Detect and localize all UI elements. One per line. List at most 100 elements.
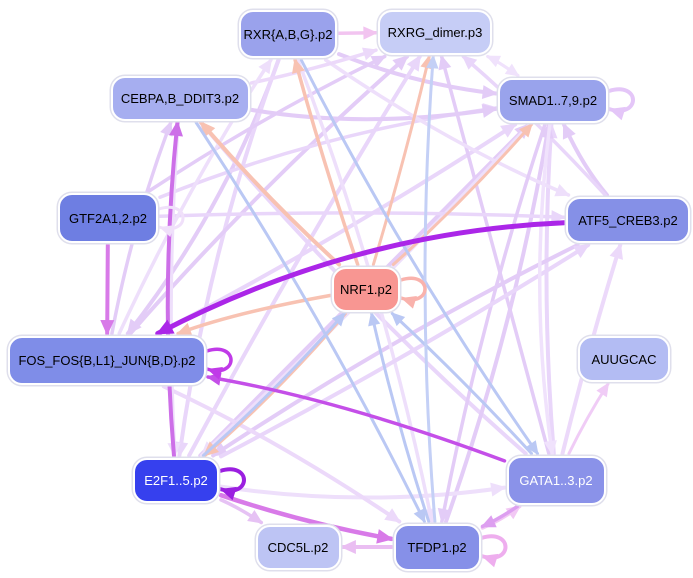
node-e2f1[interactable]: E2F1..5.p2 [133,457,219,503]
arrowhead-e2f1-rxrg [406,54,421,72]
arrowhead-rxr-gata [525,440,539,456]
arrowhead-gata-auugcac [596,382,610,398]
arrowhead-loop-nrf1 [401,296,417,309]
node-rxr[interactable]: RXR{A,B,G}.p2 [239,10,337,58]
arrowhead-fos-tfdp1 [384,508,401,523]
edge-rxr-gata [299,58,539,455]
arrowhead-rxr-rxrg [363,26,378,40]
edge-nrf1-rxr [293,58,360,267]
arrowhead-gata-atf5 [609,243,624,260]
arrowhead-loop-fos [207,367,223,380]
edge-fos-tfdp1 [161,384,402,524]
edge-nrf1-smad [391,123,534,266]
edge-gata-fos [206,375,507,463]
arrowhead-fos-smad [500,123,517,138]
node-tfdp1[interactable]: TFDP1.p2 [393,523,481,571]
arrowhead-atf5-smad [562,122,576,140]
node-label-gata: GATA1..3.p2 [519,472,593,488]
self-loop-smad [607,87,635,113]
arrowhead-fos-rxrg [392,55,409,71]
arrowhead-fos-cebpa [160,120,173,137]
arrowhead-e2f1-tfdp1 [376,529,394,544]
arrowhead-tfdp1-gata [505,505,522,520]
arrowhead-e2f1-cdc5l [247,510,263,524]
node-fos[interactable]: FOS_FOS{B,L1}_JUN{B,D}.p2 [8,335,206,385]
edge-rxr-smad [337,52,498,96]
node-label-atf5: ATF5_CREB3.p2 [578,212,678,228]
arrowhead-tfdp1-cdc5l [340,540,356,554]
arrowhead-smad-gata [543,440,557,456]
edge-smad-tfdp1 [440,122,547,524]
self-loop-nrf1 [399,276,427,302]
node-label-smad: SMAD1..7,9.p2 [508,92,598,108]
arrowhead-loop-tfdp1 [481,553,499,568]
node-cebpa[interactable]: CEBPA,B_DDIT3.p2 [110,75,250,121]
arrowhead-gtf2a-atf5 [551,210,566,224]
node-atf5[interactable]: ATF5_CREB3.p2 [566,197,690,243]
arrowhead-nrf1-smad [519,122,533,138]
edge-smad-gata [537,122,554,456]
edge-gata-rxrg [439,54,551,456]
arrowhead-gata-rxrg [438,54,452,71]
edge-e2f1-tfdp1 [218,492,394,542]
arrowhead-cebpa-rxrg [362,47,378,61]
arrowhead-gtf2a-fos [100,320,115,336]
edge-nrf1-cebpa [199,120,342,267]
edge-gtf2a-rxrg [147,54,387,193]
node-label-auugcac: AUUGCAC [591,351,657,367]
node-gata[interactable]: GATA1..3.p2 [506,455,606,505]
arrowhead-rxr-atf5 [554,184,571,197]
node-label-fos: FOS_FOS{B,L1}_JUN{B,D}.p2 [18,352,196,368]
edge-tfdp1-nrf1 [370,312,431,523]
arrowhead-gata-tfdp1 [480,515,497,528]
arrowhead-fos-rxr [258,58,272,75]
node-nrf1[interactable]: NRF1.p2 [332,266,400,312]
edge-gtf2a-atf5 [158,211,566,220]
node-label-rxr: RXR{A,B,G}.p2 [243,26,333,42]
node-label-tfdp1: TFDP1.p2 [407,539,467,555]
edge-e2f1-cebpa [165,120,180,458]
edge-gata-nrf1 [390,312,534,455]
arrowhead-tfdp1-rxrg [426,54,439,69]
node-label-gtf2a: GTF2A1,2.p2 [68,210,148,226]
edge-tfdp1-smad [444,122,551,524]
node-gtf2a[interactable]: GTF2A1,2.p2 [58,193,158,243]
edge-atf5-rxrg [461,54,607,197]
node-cdc5l[interactable]: CDC5L.p2 [255,524,341,570]
arrowhead-cebpa-smad [481,103,498,118]
arrowhead-e2f1-gata [490,482,507,497]
arrowhead-cebpa-tfdp1 [413,508,426,524]
arrowhead-e2f1-cebpa [169,120,183,137]
node-smad[interactable]: SMAD1..7,9.p2 [498,77,608,123]
node-auugcac[interactable]: AUUGCAC [578,336,670,382]
edge-nrf1-rxrg [371,55,431,266]
node-label-nrf1: NRF1.p2 [339,281,393,297]
arrowhead-gata-nrf1 [390,312,406,327]
self-loop-fos [205,347,233,373]
arrowhead-tfdp1-nrf1 [368,311,381,327]
arrowhead-rxrg-smad [504,63,520,77]
arrowhead-rxr-smad [481,85,498,99]
arrowhead-gtf2a-rxrg [370,55,387,68]
edge-cebpa-tfdp1 [194,121,426,523]
edge-rxr-atf5 [323,58,571,197]
arrowhead-nrf1-rxr [292,58,305,74]
arrowhead-loop-smad [609,106,626,121]
self-loop-tfdp1 [479,534,508,560]
node-label-e2f1: E2F1..5.p2 [144,472,208,488]
arrowhead-loop-gtf2a [159,225,175,238]
arrowhead-nrf1-fos [176,322,193,336]
arrowhead-smad-tfdp1 [437,507,451,524]
arrowhead-e2f1-atf5 [573,243,590,259]
edge-atf5-e2f1 [211,243,580,458]
arrowhead-atf5-rxrg [461,55,478,70]
arrowhead-loop-e2f1 [220,486,237,501]
edge-gata-smad [544,122,556,456]
node-rxrg[interactable]: RXRG_dimer.p3 [378,9,492,55]
edge-cebpa-rxrg [249,48,378,85]
edge-gata-auugcac [567,382,610,455]
arrowhead-e2f1-nrf1 [331,312,346,327]
node-label-cdc5l: CDC5L.p2 [267,539,329,555]
